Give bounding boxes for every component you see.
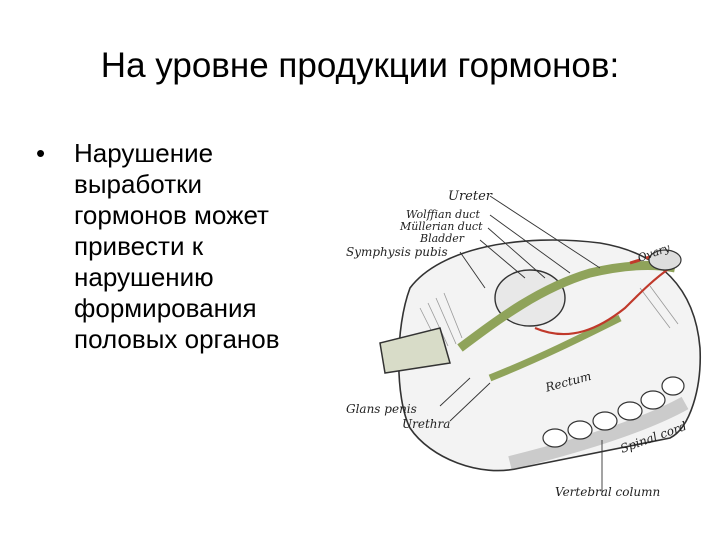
label-wolffian-duct: Wolffian duct [406, 208, 480, 221]
leader-lines [439, 195, 603, 493]
vessel-shape [534, 267, 671, 336]
ovary-shape [648, 249, 682, 271]
spinal-band [508, 396, 689, 470]
bullet-text: Нарушение выработки гормонов может приве… [74, 138, 280, 354]
label-bladder: Bladder [419, 232, 465, 245]
glans-shape [379, 327, 451, 374]
rectum-shape [488, 314, 622, 382]
shading-lines [419, 285, 679, 349]
duct-shape [457, 261, 676, 352]
label-mullerian-duct: Müllerian duct [399, 220, 483, 233]
label-ureter: Ureter [448, 189, 493, 204]
label-symphysis-pubis: Symphysis pubis [346, 245, 448, 259]
bullet-item: • Нарушение выработки гормонов может при… [36, 138, 356, 355]
label-glans-penis: Glans penis [346, 402, 417, 416]
label-urethra: Urethra [402, 417, 450, 431]
bullet-list: • Нарушение выработки гормонов может при… [36, 138, 356, 355]
label-vertebral-column: Vertebral column [555, 485, 660, 499]
anatomy-illustration: Ureter Wolffian duct Müllerian duct Blad… [346, 189, 702, 499]
slide-title: На уровне продукции гормонов: [100, 46, 620, 85]
bullet-marker: • [36, 138, 46, 168]
vertebrae [542, 376, 685, 448]
